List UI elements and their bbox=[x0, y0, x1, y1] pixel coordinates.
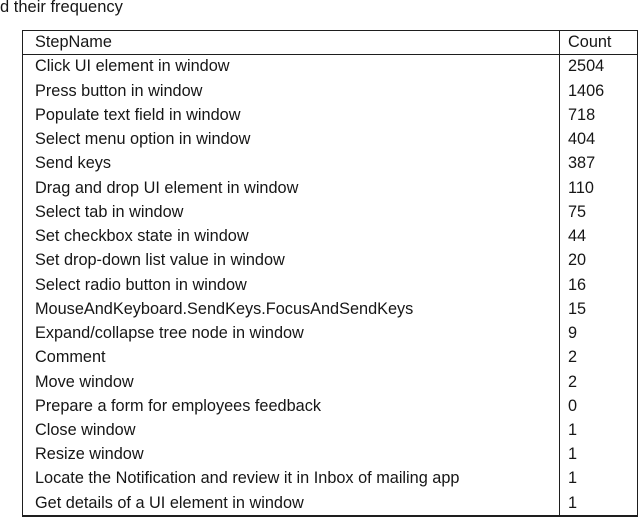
count-cell: 1 bbox=[559, 466, 637, 491]
step-name-cell: Select menu option in window bbox=[35, 130, 251, 149]
count-cell: 1 bbox=[559, 442, 637, 467]
table-row: Move window 2 bbox=[23, 369, 637, 394]
table-row: Resize window 1 bbox=[23, 442, 637, 467]
table-row: Send keys 387 bbox=[23, 151, 637, 176]
step-frequency-table: StepName Count Click UI element in windo… bbox=[22, 30, 638, 517]
table-row: Locate the Notification and review it in… bbox=[23, 466, 637, 491]
table-row: Click UI element in window 2504 bbox=[23, 54, 637, 79]
table-row: Get details of a UI element in window 1 bbox=[23, 490, 637, 515]
step-name-cell: Resize window bbox=[35, 445, 144, 464]
count-cell: 2504 bbox=[559, 54, 637, 79]
table-row: Close window 1 bbox=[23, 418, 637, 443]
step-name-cell: MouseAndKeyboard.SendKeys.FocusAndSendKe… bbox=[35, 299, 414, 318]
step-name-cell: Select tab in window bbox=[35, 202, 184, 221]
table-row: Select menu option in window 404 bbox=[23, 127, 637, 152]
count-cell: 75 bbox=[559, 199, 637, 225]
count-cell: 15 bbox=[559, 296, 637, 322]
table-row: MouseAndKeyboard.SendKeys.FocusAndSendKe… bbox=[23, 296, 637, 322]
step-name-cell: Prepare a form for employees feedback bbox=[35, 396, 321, 415]
table-row: Drag and drop UI element in window 110 bbox=[23, 175, 637, 200]
step-name-cell: Send keys bbox=[35, 154, 112, 173]
count-cell: 110 bbox=[559, 175, 637, 200]
table-row: Prepare a form for employees feedback 0 bbox=[23, 393, 637, 419]
step-name-cell: Close window bbox=[35, 420, 136, 439]
step-name-cell: Drag and drop UI element in window bbox=[35, 178, 299, 197]
count-cell: 20 bbox=[559, 248, 637, 273]
count-cell: 387 bbox=[559, 151, 637, 176]
count-cell: 44 bbox=[559, 224, 637, 249]
table-caption-fragment: d their frequency bbox=[0, 0, 123, 16]
step-name-cell: Populate text field in window bbox=[35, 105, 241, 124]
count-cell: 2 bbox=[559, 345, 637, 370]
table-row: Set checkbox state in window 44 bbox=[23, 224, 637, 249]
count-cell: 404 bbox=[559, 127, 637, 152]
column-header-stepname: StepName bbox=[35, 33, 112, 52]
step-name-cell: Locate the Notification and review it in… bbox=[35, 469, 460, 488]
count-cell: 1 bbox=[559, 418, 637, 443]
step-name-cell: Set drop-down list value in window bbox=[35, 251, 285, 270]
table-row: Expand/collapse tree node in window 9 bbox=[23, 321, 637, 346]
count-cell: 1 bbox=[559, 490, 637, 515]
count-cell: 9 bbox=[559, 321, 637, 346]
step-name-cell: Click UI element in window bbox=[35, 57, 230, 76]
table-row: Populate text field in window 718 bbox=[23, 102, 637, 128]
step-name-cell: Comment bbox=[35, 348, 106, 367]
table-row: Select radio button in window 16 bbox=[23, 272, 637, 297]
step-name-cell: Expand/collapse tree node in window bbox=[35, 324, 304, 343]
table-row: Set drop-down list value in window 20 bbox=[23, 248, 637, 273]
table-row: Select tab in window 75 bbox=[23, 199, 637, 225]
table-row: Press button in window 1406 bbox=[23, 78, 637, 103]
table-row: Comment 2 bbox=[23, 345, 637, 370]
count-cell: 0 bbox=[559, 393, 637, 419]
step-name-cell: Press button in window bbox=[35, 81, 203, 100]
count-cell: 718 bbox=[559, 102, 637, 128]
step-name-cell: Set checkbox state in window bbox=[35, 227, 249, 246]
step-name-cell: Get details of a UI element in window bbox=[35, 493, 304, 512]
count-cell: 2 bbox=[559, 369, 637, 394]
count-cell: 1406 bbox=[559, 78, 637, 103]
table-header-row: StepName Count bbox=[23, 31, 637, 55]
step-name-cell: Move window bbox=[35, 372, 134, 391]
count-cell: 16 bbox=[559, 272, 637, 297]
column-header-count: Count bbox=[559, 31, 637, 54]
step-name-cell: Select radio button in window bbox=[35, 275, 247, 294]
